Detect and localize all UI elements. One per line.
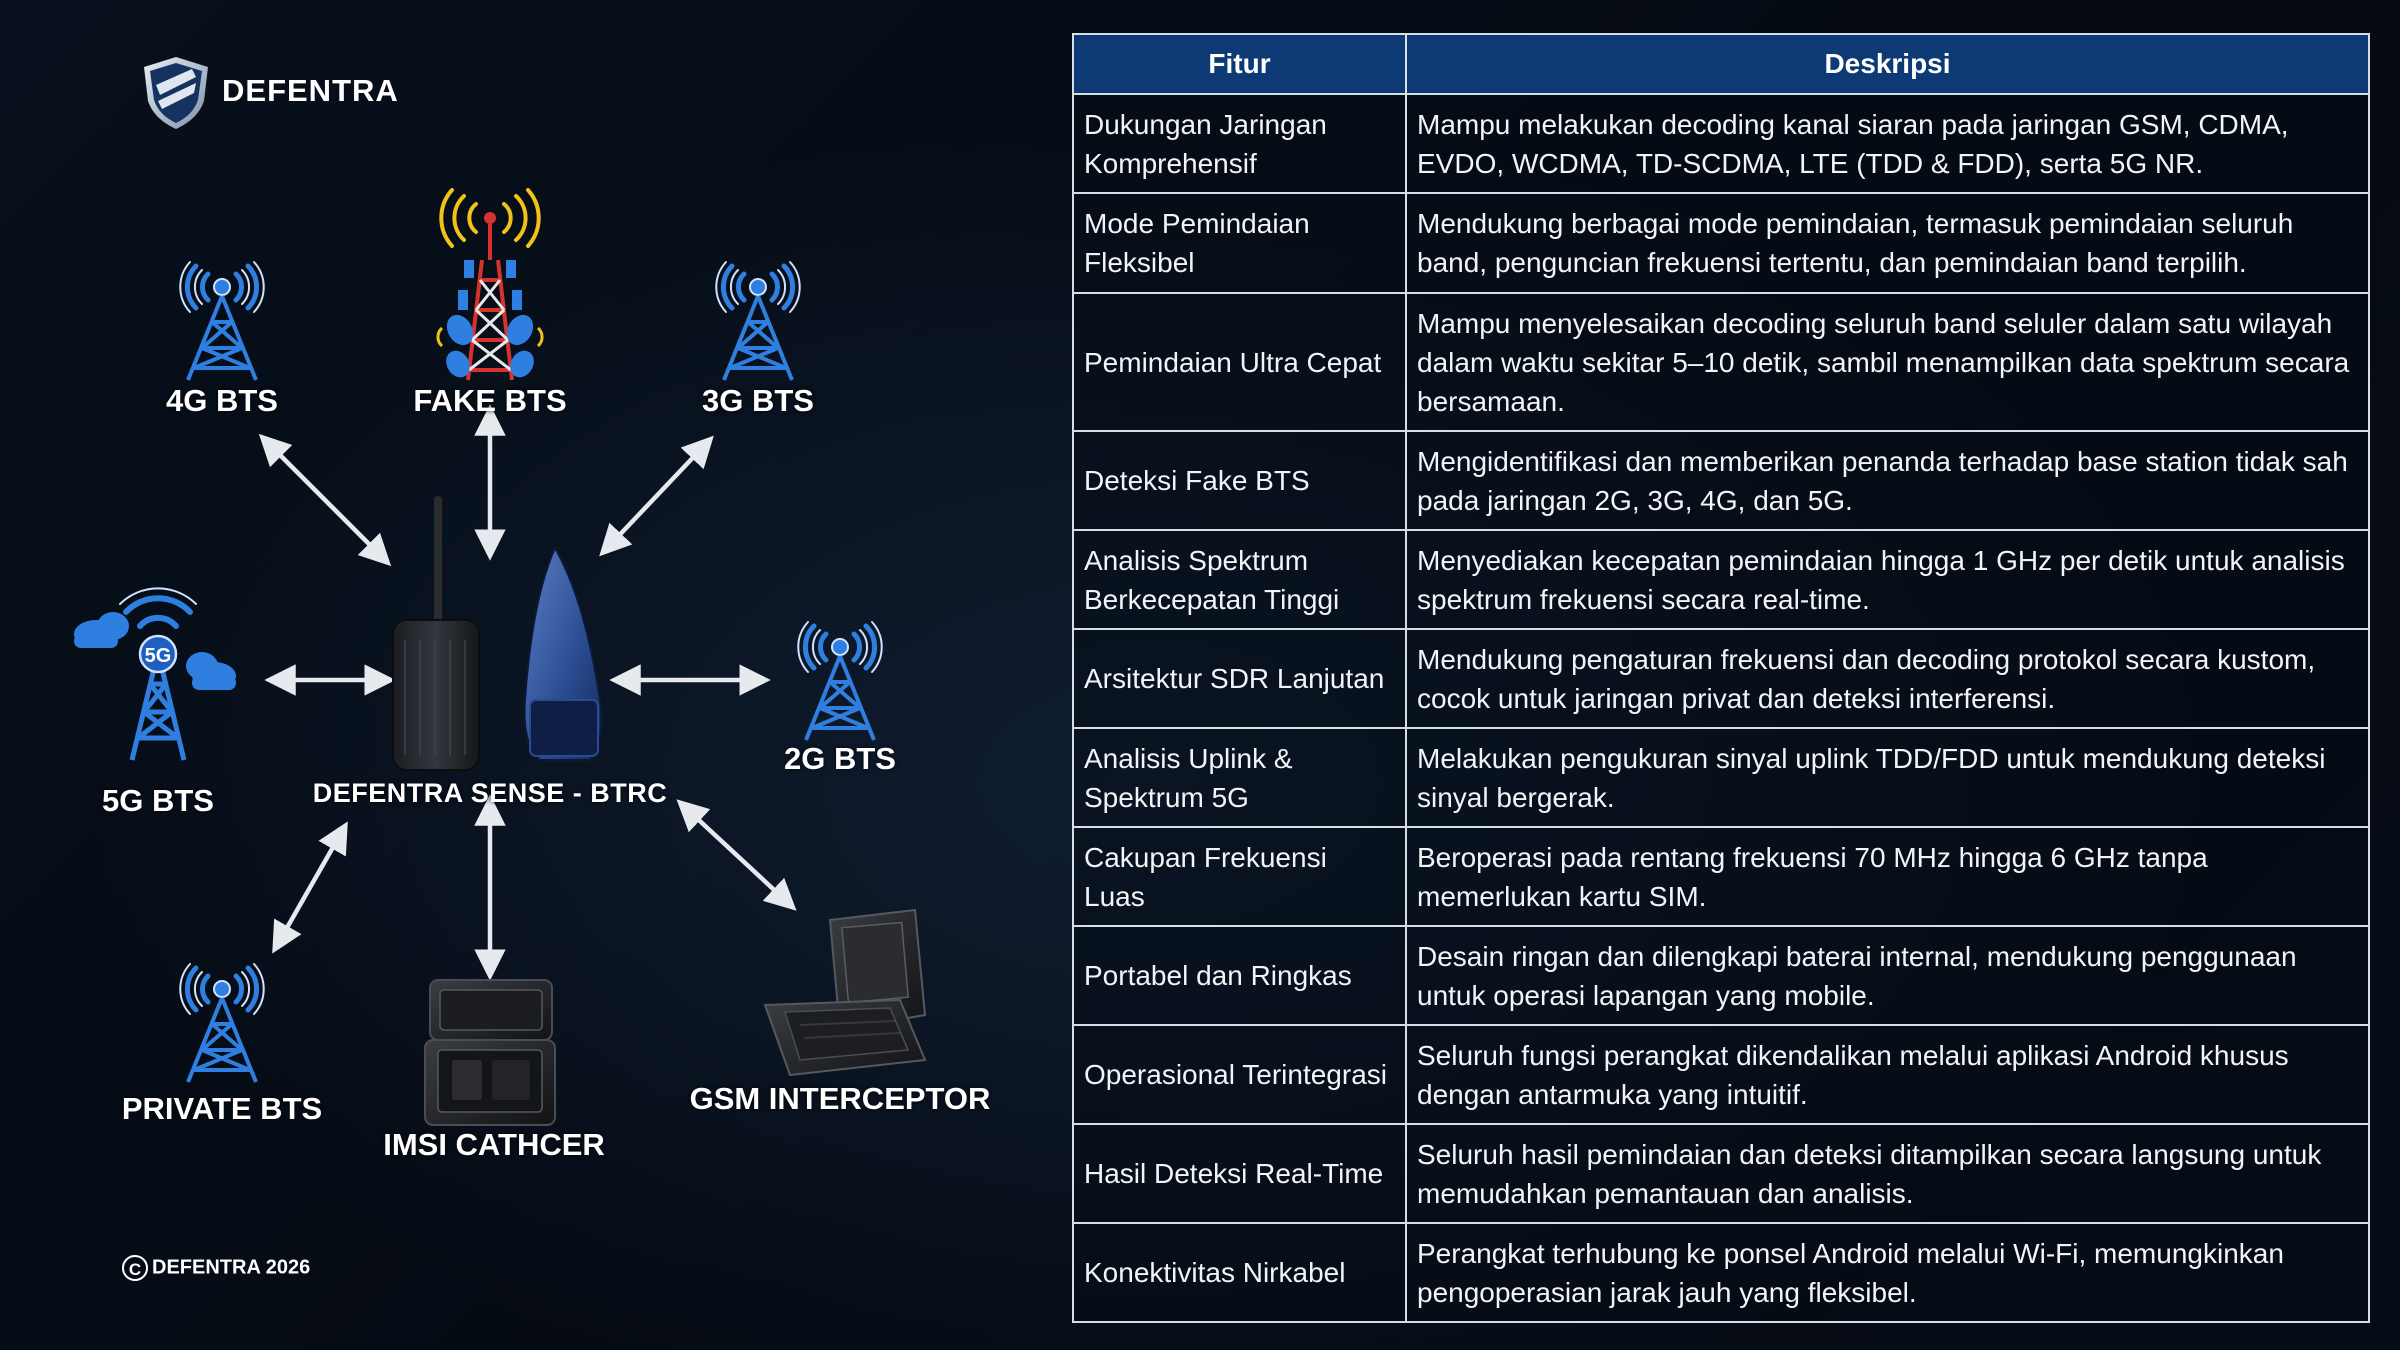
- fake-bts-tower-icon: [436, 188, 544, 381]
- cell-fitur: Konektivitas Nirkabel: [1072, 1222, 1407, 1323]
- cell-deskripsi: Mendukung berbagai mode pemindaian, term…: [1405, 192, 2370, 294]
- column-header-deskripsi: Deskripsi: [1405, 33, 2370, 95]
- 5g-badge-text: 5G: [145, 645, 172, 667]
- cell-deskripsi: Mengidentifikasi dan memberikan penanda …: [1405, 430, 2370, 531]
- cell-fitur: Arsitektur SDR Lanjutan: [1072, 628, 1407, 729]
- arrow-4g: [258, 433, 392, 567]
- label-2g-bts: 2G BTS: [784, 741, 896, 776]
- brand-logo: DEFENTRA: [140, 55, 400, 135]
- cell-fitur: Pemindaian Ultra Cepat: [1072, 292, 1407, 432]
- feature-table: Fitur Deskripsi Dukungan Jaringan Kompre…: [1072, 33, 2370, 1323]
- label-gsm-interceptor: GSM INTERCEPTOR: [689, 1081, 991, 1116]
- cell-deskripsi: Seluruh fungsi perangkat dikendalikan me…: [1405, 1024, 2370, 1125]
- cell-deskripsi: Perangkat terhubung ke ponsel Android me…: [1405, 1222, 2370, 1323]
- tower-3g-icon: [716, 262, 799, 380]
- table-row: Pemindaian Ultra Cepat Mampu menyelesaik…: [1072, 292, 2370, 432]
- table-row: Portabel dan Ringkas Desain ringan dan d…: [1072, 925, 2370, 1026]
- table-row: Hasil Deteksi Real-Time Seluruh hasil pe…: [1072, 1123, 2370, 1224]
- cell-deskripsi: Beroperasi pada rentang frekuensi 70 MHz…: [1405, 826, 2370, 927]
- cell-deskripsi: Menyediakan kecepatan pemindaian hingga …: [1405, 529, 2370, 630]
- table-row: Analisis Uplink & Spektrum 5G Melakukan …: [1072, 727, 2370, 828]
- copyright-icon: C: [122, 1255, 148, 1281]
- table-header-row: Fitur Deskripsi: [1072, 33, 2370, 95]
- table-row: Mode Pemindaian Fleksibel Mendukung berb…: [1072, 192, 2370, 294]
- table-row: Arsitektur SDR Lanjutan Mendukung pengat…: [1072, 628, 2370, 729]
- gsm-interceptor-case: [763, 908, 927, 1077]
- table-row: Konektivitas Nirkabel Perangkat terhubun…: [1072, 1222, 2370, 1323]
- tower-4g-icon: [180, 262, 263, 380]
- table-row: Analisis Spektrum Berkecepatan Tinggi Me…: [1072, 529, 2370, 630]
- table-row: Cakupan Frekuensi Luas Beroperasi pada r…: [1072, 826, 2370, 927]
- cell-deskripsi: Mampu menyelesaikan decoding seluruh ban…: [1405, 292, 2370, 432]
- cell-deskripsi: Melakukan pengukuran sinyal uplink TDD/F…: [1405, 727, 2370, 828]
- shield-icon: [144, 57, 208, 129]
- arrow-gsm: [676, 799, 797, 911]
- cell-deskripsi: Desain ringan dan dilengkapi baterai int…: [1405, 925, 2370, 1026]
- cell-fitur: Analisis Spektrum Berkecepatan Tinggi: [1072, 529, 1407, 630]
- defentra-sense-device: [392, 496, 603, 771]
- cell-fitur: Cakupan Frekuensi Luas: [1072, 826, 1407, 927]
- cell-fitur: Dukungan Jaringan Komprehensif: [1072, 93, 1407, 194]
- table-row: Dukungan Jaringan Komprehensif Mampu mel…: [1072, 93, 2370, 194]
- copyright-text: DEFENTRA 2026: [152, 1256, 311, 1279]
- label-3g-bts: 3G BTS: [702, 383, 814, 418]
- arrow-3g: [599, 435, 714, 557]
- cell-fitur: Portabel dan Ringkas: [1072, 925, 1407, 1026]
- cell-fitur: Hasil Deteksi Real-Time: [1072, 1123, 1407, 1224]
- tower-2g-icon: [798, 622, 881, 740]
- tower-private-icon: [180, 964, 263, 1082]
- cell-fitur: Analisis Uplink & Spektrum 5G: [1072, 727, 1407, 828]
- table-row: Operasional Terintegrasi Seluruh fungsi …: [1072, 1024, 2370, 1125]
- brand-name: DEFENTRA: [222, 73, 399, 108]
- imsi-catcher-case: [424, 979, 556, 1126]
- cell-fitur: Operasional Terintegrasi: [1072, 1024, 1407, 1125]
- network-diagram: 5G: [74, 188, 927, 1126]
- cell-deskripsi: Mendukung pengaturan frekuensi dan decod…: [1405, 628, 2370, 729]
- cell-deskripsi: Mampu melakukan decoding kanal siaran pa…: [1405, 93, 2370, 194]
- cell-deskripsi: Seluruh hasil pemindaian dan deteksi dit…: [1405, 1123, 2370, 1224]
- column-header-fitur: Fitur: [1072, 33, 1407, 95]
- label-5g-bts: 5G BTS: [102, 783, 214, 818]
- table-row: Deteksi Fake BTS Mengidentifikasi dan me…: [1072, 430, 2370, 531]
- tower-5g-icon: 5G: [74, 587, 236, 761]
- cell-fitur: Mode Pemindaian Fleksibel: [1072, 192, 1407, 294]
- label-private-bts: PRIVATE BTS: [121, 1091, 323, 1126]
- label-4g-bts: 4G BTS: [166, 383, 278, 418]
- label-fake-bts: FAKE BTS: [413, 383, 567, 418]
- cell-fitur: Deteksi Fake BTS: [1072, 430, 1407, 531]
- label-imsi-catcher: IMSI CATHCER: [383, 1127, 605, 1162]
- arrow-private: [272, 821, 348, 954]
- label-center-device: DEFENTRA SENSE - BTRC: [312, 778, 668, 808]
